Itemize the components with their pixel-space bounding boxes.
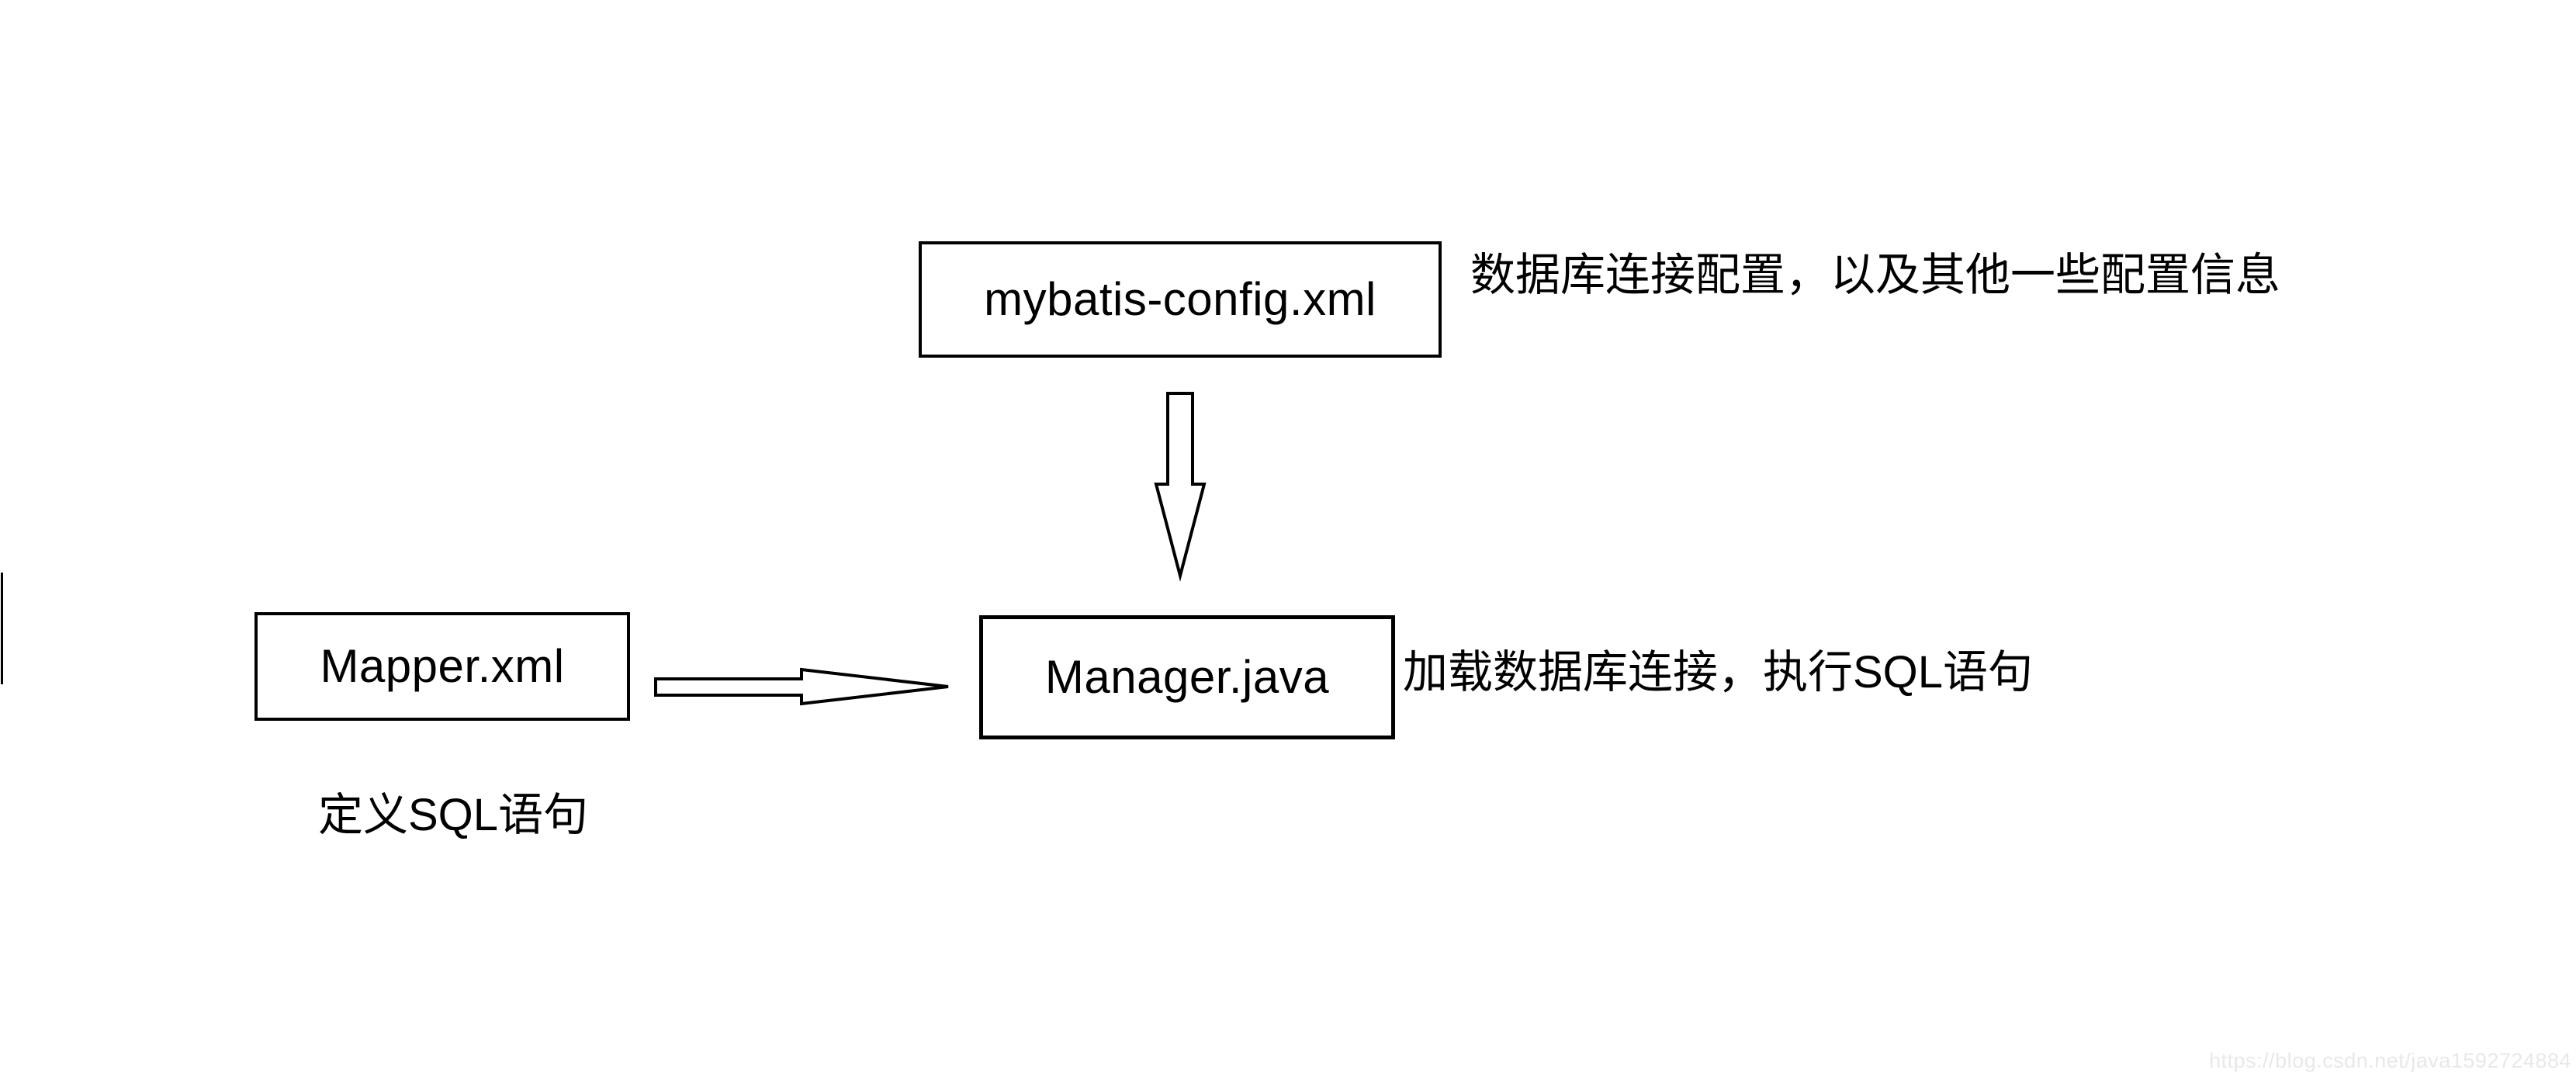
node-mapper-xml-label: Mapper.xml [320,640,565,692]
annotation-mapper-note: 定义SQL语句 [318,790,589,840]
annotation-manager-note: 加载数据库连接，执行SQL语句 [1403,647,2034,698]
node-manager-java: Manager.java [979,615,1395,739]
node-mybatis-config: mybatis-config.xml [919,241,1442,358]
left-edge-tick [1,573,3,684]
annotation-config-note: 数据库连接配置，以及其他一些配置信息 [1470,250,2281,300]
right-arrow-icon [654,667,949,706]
node-mapper-xml: Mapper.xml [254,612,630,721]
node-mybatis-config-label: mybatis-config.xml [984,273,1376,325]
node-manager-java-label: Manager.java [1044,651,1330,703]
down-arrow-icon [1154,392,1207,582]
watermark-url: https://blog.csdn.net/java1592724884 [2209,1049,2571,1072]
